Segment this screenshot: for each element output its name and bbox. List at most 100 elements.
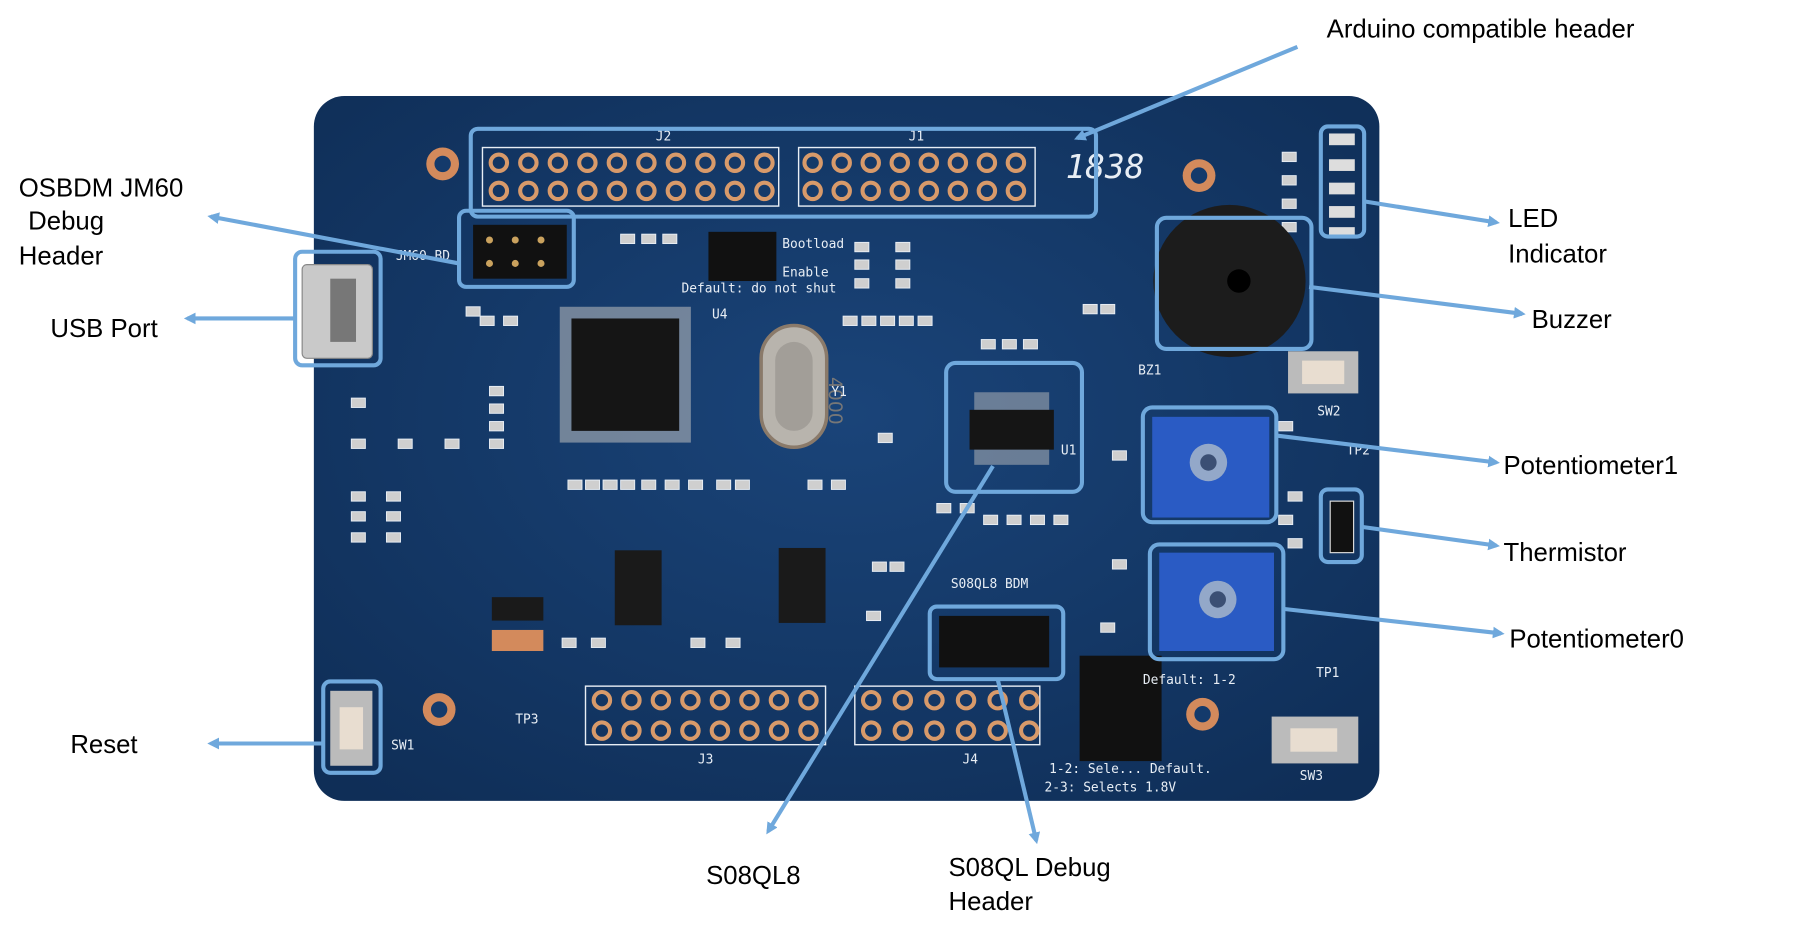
arrow-osbdm (207, 212, 460, 266)
header-pad (860, 720, 882, 741)
silk-tp3: TP3 (515, 713, 538, 728)
smd-part (936, 503, 952, 514)
arrow-led (1363, 199, 1500, 227)
header-pad (860, 689, 882, 711)
header-pad (724, 180, 746, 202)
smd-part (1287, 538, 1303, 549)
silk-y1: Y1 (831, 385, 846, 400)
smd-part (1029, 514, 1045, 526)
s08ql-debug-pins (939, 615, 1050, 668)
header-pad (724, 152, 746, 173)
header-pad (1019, 689, 1040, 711)
header-pad (591, 689, 613, 711)
smd-part (688, 479, 704, 490)
smd-part (1287, 491, 1303, 502)
box-arduino-header (468, 126, 1099, 219)
header-pad (518, 152, 539, 173)
header-pad (976, 180, 998, 202)
label-potentiometer0: Potentiometer0 (1509, 626, 1684, 654)
box-usb (293, 249, 383, 368)
arrow-s08ql8 (766, 464, 995, 835)
label-osbdm-3: Header (19, 243, 104, 271)
smd-part (620, 479, 636, 490)
silk-u4: U4 (712, 307, 728, 322)
label-reset: Reset (70, 731, 137, 759)
header-pad (680, 689, 701, 711)
box-pot1 (1140, 405, 1279, 525)
smd-part (350, 491, 366, 502)
smd-part (489, 421, 505, 432)
label-debug-1: S08QL Debug (948, 854, 1110, 882)
smd-part (895, 259, 911, 270)
u4-microcontroller (559, 306, 691, 443)
smd-part (641, 479, 657, 490)
header-pad (695, 180, 716, 202)
header-pad (488, 180, 510, 202)
header-pad (918, 180, 940, 202)
smd-part (1006, 514, 1022, 526)
silk-j3: J3 (698, 752, 713, 767)
smd-part (664, 479, 680, 490)
header-pad (547, 152, 569, 173)
box-led (1318, 124, 1367, 239)
header-pad (577, 180, 598, 202)
header-pad (680, 720, 701, 741)
smd-part (830, 479, 846, 490)
smd-part (871, 561, 887, 572)
header-pad (739, 720, 760, 741)
arrow-buzzer (1308, 284, 1526, 319)
button-sw3 (1271, 716, 1359, 764)
smd-part (385, 532, 401, 543)
header-pad (621, 720, 642, 741)
buzzer-bz1 (1153, 204, 1306, 358)
box-buzzer (1154, 215, 1314, 351)
smd-part (854, 278, 870, 289)
header-pads (488, 152, 1040, 741)
header-pad (987, 720, 1008, 741)
header-pad (987, 689, 1008, 711)
header-pad (577, 152, 598, 173)
smd-part (397, 438, 413, 449)
smd-part (1278, 514, 1294, 526)
smd-part (1100, 303, 1116, 315)
header-pad (798, 720, 819, 741)
smd-part (662, 233, 678, 245)
header-pad (636, 180, 657, 202)
smd-part (489, 385, 505, 397)
header-pad (754, 152, 775, 173)
smd-components (350, 151, 1303, 648)
smd-part (854, 259, 870, 270)
header-pad (709, 689, 731, 711)
header-pad (650, 689, 672, 711)
smd-part (861, 315, 877, 326)
silk-bootload: Bootload (782, 237, 844, 252)
header-pad (1005, 152, 1027, 173)
smd-part (842, 315, 858, 326)
board-year-mark: 1838 (1066, 148, 1145, 186)
header-pad (947, 152, 969, 173)
smd-part (807, 479, 823, 490)
header-pad (892, 720, 914, 741)
smd-part (895, 278, 911, 289)
led-array (1329, 133, 1355, 237)
silk-default-shut: Default: do not shut (682, 282, 837, 297)
smd-part (1111, 450, 1127, 461)
smd-part (1082, 303, 1098, 315)
header-pad (924, 689, 945, 711)
smd-part (479, 315, 495, 326)
box-osbdm (457, 208, 576, 289)
smd-part (385, 491, 401, 502)
arrow-arduino (1074, 44, 1299, 141)
smd-part (350, 397, 366, 408)
smd-part (350, 511, 366, 522)
silk-bz1: BZ1 (1138, 364, 1161, 379)
silk-sw1: SW1 (391, 738, 414, 753)
smd-part (716, 479, 732, 490)
smd-part (1100, 622, 1116, 633)
header-pad (1019, 720, 1040, 741)
header-pad (1005, 180, 1027, 202)
header-pad (518, 180, 539, 202)
crystal-y1 (759, 323, 829, 450)
smd-part (917, 315, 933, 326)
